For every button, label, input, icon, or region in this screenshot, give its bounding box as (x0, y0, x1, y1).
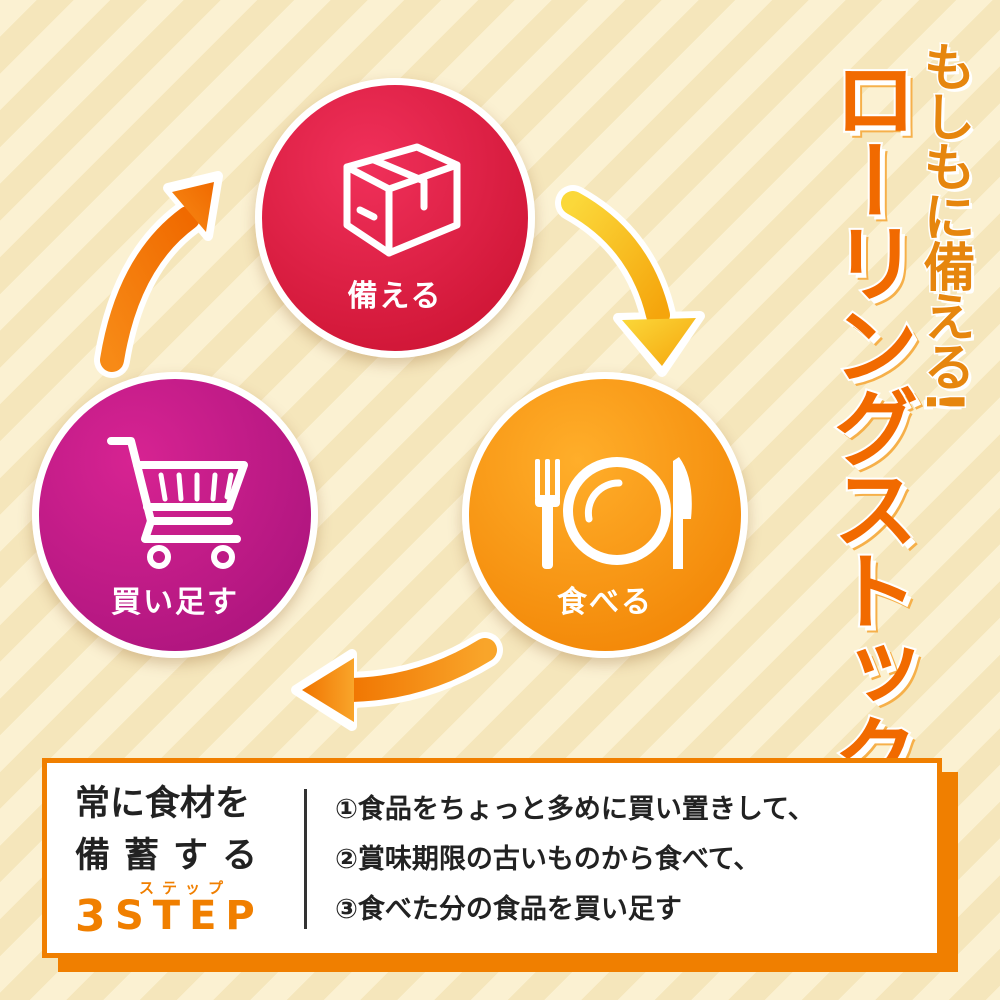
step-list: ①食品をちょっと多めに買い置きして、 ②賞味期限の古いものから食べて、 ③食べた… (335, 785, 925, 935)
step-ruby: ステップ (139, 879, 232, 897)
info-heading: 常に食材を 備蓄する ステップ 3 STEP (75, 775, 315, 949)
step-item-1: ①食品をちょっと多めに買い置きして、 (335, 794, 815, 825)
cycle-step-eat: 食べる (462, 372, 748, 658)
buy-label: 買い足す (111, 585, 239, 620)
step-number: 3 (75, 891, 106, 942)
arrow-buy-to-prepare (94, 171, 223, 378)
box-icon (343, 143, 461, 257)
step-item-2: ②賞味期限の古いものから食べて、 (335, 844, 761, 875)
step-word: STEP (115, 893, 264, 939)
cycle-step-buy: 買い足す (32, 372, 318, 658)
eat-label: 食べる (557, 585, 653, 620)
arrow-eat-to-buy (291, 632, 503, 731)
heading-line-1: 常に食材を (75, 784, 251, 824)
step-item-3: ③食べた分の食品を買い足す (335, 894, 682, 925)
shopping-cart-icon (107, 437, 248, 569)
arrow-prepare-to-eat (555, 185, 705, 377)
three-step-label: ステップ 3 STEP (75, 879, 315, 949)
prepare-label: 備える (347, 279, 443, 314)
divider (304, 789, 307, 929)
cycle-step-prepare: 備える (255, 78, 535, 358)
subtitle: もしもに備える! (913, 39, 976, 414)
heading-line-2: 備蓄する (75, 836, 272, 876)
plate-fork-knife-icon (535, 457, 692, 569)
main-title: ローリングストック (815, 53, 919, 795)
info-box: 常に食材を 備蓄する ステップ 3 STEP ①食品をちょっと多めに買い置きして… (42, 758, 942, 958)
